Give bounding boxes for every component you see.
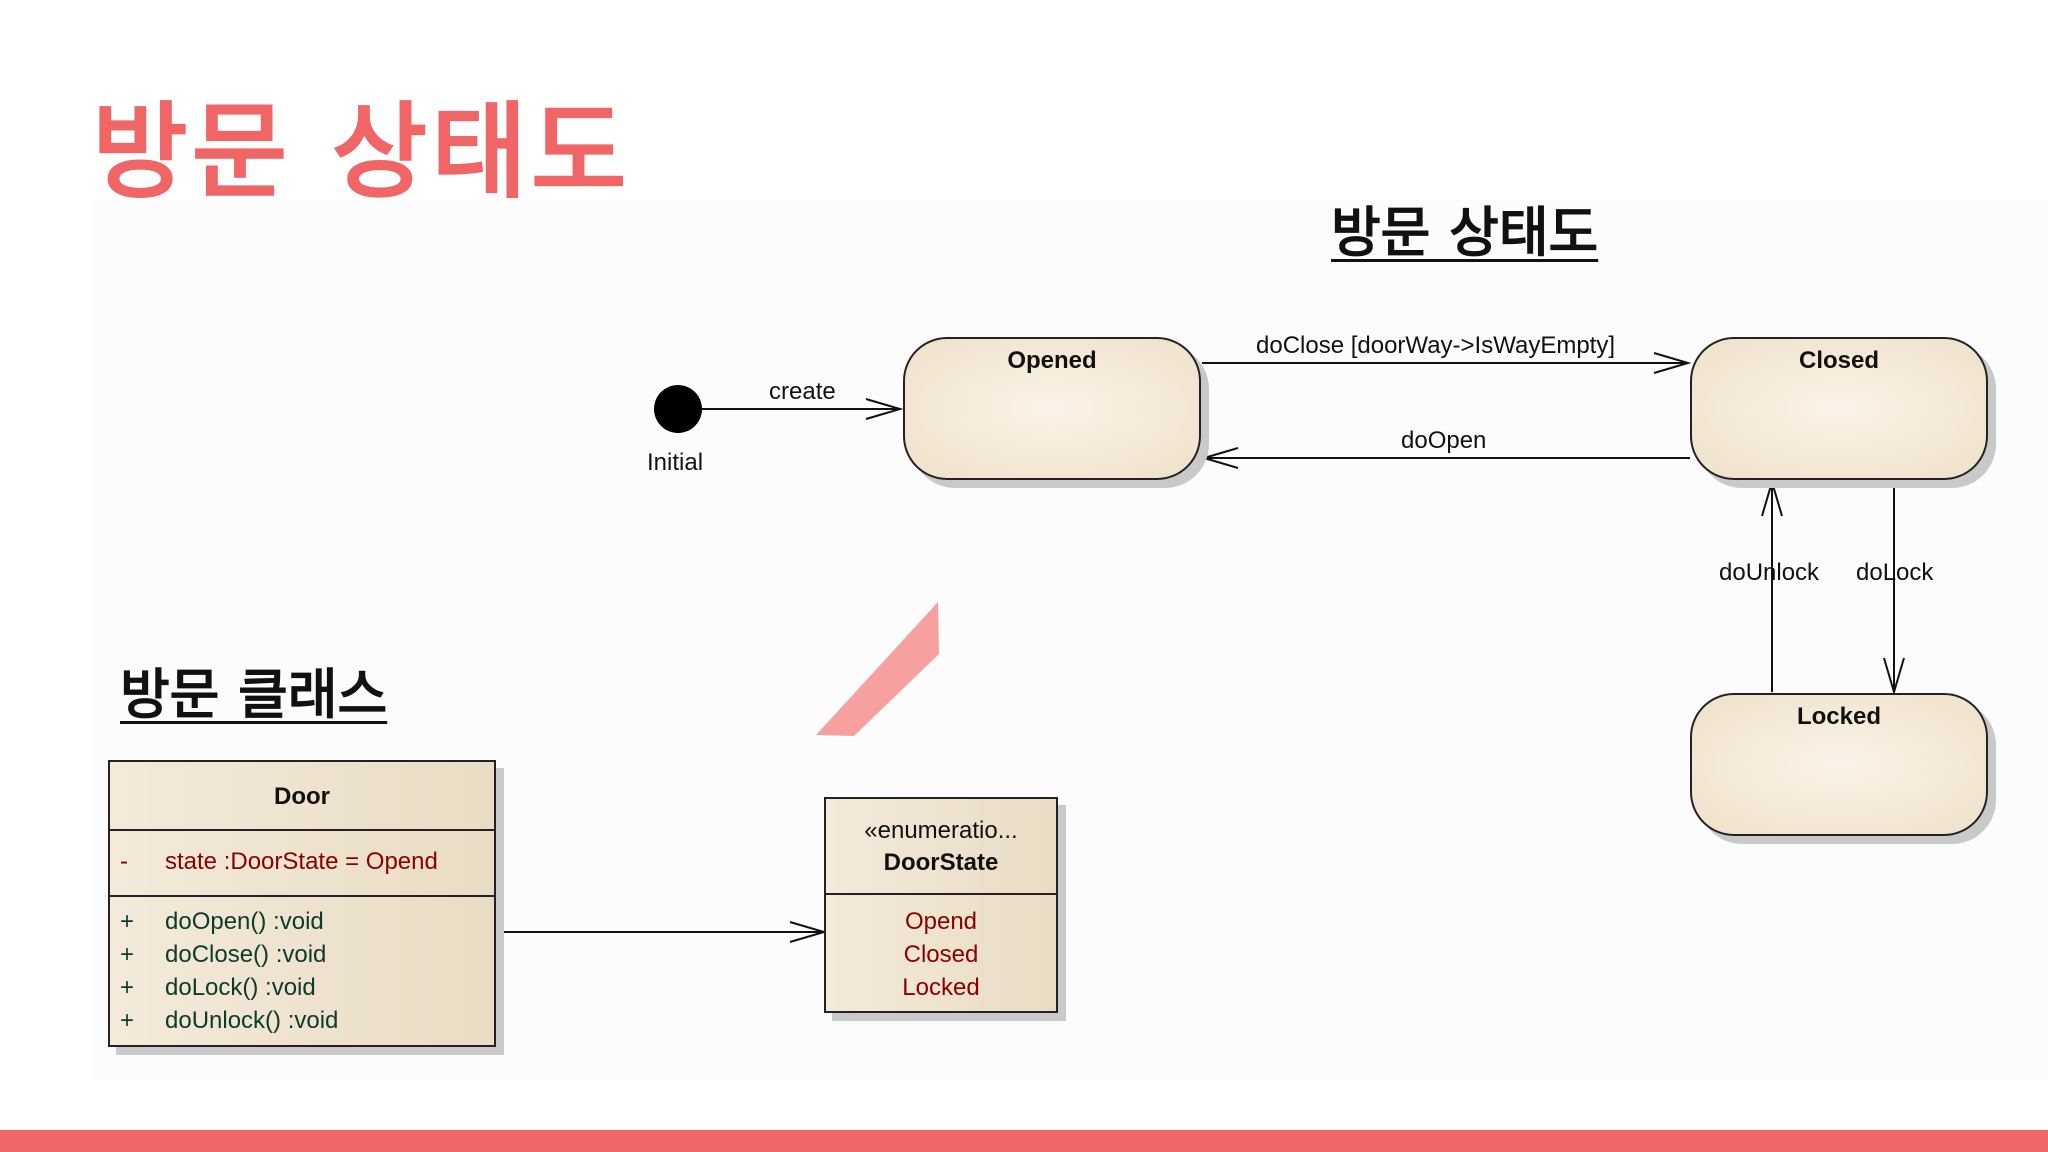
operation-row: + doClose() :void bbox=[110, 938, 494, 971]
class-door[interactable]: Door - state :DoorState = Opend + doOpen… bbox=[108, 760, 496, 1047]
operation-row: + doLock() :void bbox=[110, 971, 494, 1004]
operation-row: + doUnlock() :void bbox=[110, 1004, 494, 1037]
initial-label: Initial bbox=[647, 449, 704, 476]
operation-visibility: + bbox=[120, 1007, 135, 1034]
enum-literal: Locked bbox=[902, 974, 980, 1001]
state-locked-name: Locked bbox=[1796, 703, 1882, 730]
enum-literals: Opend Closed Locked bbox=[826, 895, 1056, 1004]
class-door-state-name: DoorState bbox=[883, 849, 999, 876]
enum-literal: Opend bbox=[904, 908, 978, 935]
state-locked[interactable]: Locked bbox=[1690, 693, 1988, 836]
state-closed[interactable]: Closed bbox=[1690, 337, 1988, 480]
bottom-accent-bar bbox=[0, 1130, 2048, 1152]
operation-visibility: + bbox=[120, 908, 135, 935]
class-door-state[interactable]: «enumeratio... DoorState Opend Closed Lo… bbox=[824, 797, 1058, 1013]
class-door-state-name-section: «enumeratio... DoorState bbox=[826, 799, 1056, 895]
state-diagram-heading: 방문 상태도 bbox=[1331, 201, 1599, 264]
do-unlock-label: doUnlock bbox=[1719, 559, 1820, 586]
operation-member: doUnlock() :void bbox=[165, 1007, 339, 1034]
attribute-visibility: - bbox=[120, 848, 128, 875]
pink-arrow-icon bbox=[816, 602, 939, 736]
operation-member: doLock() :void bbox=[165, 974, 316, 1001]
state-closed-name: Closed bbox=[1798, 347, 1879, 374]
class-door-name: Door bbox=[274, 783, 330, 810]
operation-row: + doOpen() :void bbox=[110, 905, 494, 938]
attribute-member: state :DoorState = Opend bbox=[165, 848, 438, 875]
do-open-label: doOpen bbox=[1401, 427, 1487, 454]
create-label: create bbox=[769, 378, 836, 405]
operation-member: doOpen() :void bbox=[165, 908, 324, 935]
operation-member: doClose() :void bbox=[165, 941, 327, 968]
operation-visibility: + bbox=[120, 974, 135, 1001]
initial-node bbox=[654, 385, 702, 433]
class-door-operations: + doOpen() :void + doClose() :void + doL… bbox=[110, 897, 494, 1037]
slide-title: 방문 상태도 bbox=[92, 91, 631, 213]
class-diagram-heading: 방문 클래스 bbox=[120, 663, 388, 726]
do-lock-label: doLock bbox=[1856, 559, 1934, 586]
enum-literal: Closed bbox=[903, 941, 979, 968]
attribute-row: - state :DoorState = Opend bbox=[110, 845, 494, 878]
operation-visibility: + bbox=[120, 941, 135, 968]
state-opened-name: Opened bbox=[1007, 347, 1097, 374]
class-door-name-section: Door bbox=[110, 762, 494, 831]
do-close-label: doClose [doorWay->IsWayEmpty] bbox=[1256, 332, 1616, 359]
class-door-attributes: - state :DoorState = Opend bbox=[110, 831, 494, 897]
enum-stereotype: «enumeratio... bbox=[864, 817, 1018, 844]
state-opened[interactable]: Opened bbox=[903, 337, 1201, 480]
